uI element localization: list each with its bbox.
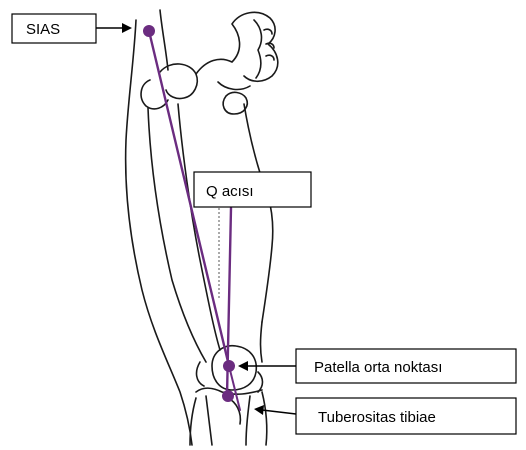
medial-knee-contour	[261, 322, 263, 362]
tuberosity-arrow	[254, 405, 296, 415]
sias-label-text: SIAS	[26, 21, 60, 38]
fibula	[190, 398, 196, 445]
sacral-foramen-1	[264, 29, 272, 34]
tibia-shaft-medial	[246, 396, 250, 445]
patella-label: Patella orta noktası	[296, 349, 516, 383]
tuberosity-label: Tuberositas tibiae	[296, 398, 516, 434]
sacral-foramen-3	[266, 55, 274, 60]
medial-calf-contour	[262, 392, 267, 445]
patella-label-text: Patella orta noktası	[314, 359, 442, 376]
femoral-head	[160, 64, 197, 99]
patella-mid-point	[223, 360, 235, 372]
tibia-shaft-lateral	[206, 396, 212, 445]
medial-thigh-contour	[160, 10, 168, 70]
contralateral-thigh-contour	[244, 104, 273, 322]
pelvis-inner-curve	[218, 82, 250, 89]
tibial-tuberosity-point	[222, 390, 234, 402]
q-angle-label: Q acısı	[194, 172, 311, 207]
obturator-foramen	[223, 92, 247, 114]
femoral-condyle-lateral	[197, 362, 204, 386]
sias-label: SIAS	[12, 14, 96, 43]
tuberosity-label-text: Tuberositas tibiae	[318, 409, 436, 426]
femoral-condyle-medial	[258, 372, 263, 392]
sias-arrow	[96, 23, 132, 33]
sacrum-outline	[254, 20, 261, 78]
q-angle-label-text: Q acısı	[206, 183, 254, 200]
patella-arrow	[238, 361, 296, 371]
femur-shaft-medial	[178, 104, 220, 350]
leg-anatomy-outline	[126, 10, 278, 445]
lateral-thigh-contour	[126, 20, 192, 445]
ilium-outline	[196, 12, 278, 81]
sias-point	[143, 25, 155, 37]
